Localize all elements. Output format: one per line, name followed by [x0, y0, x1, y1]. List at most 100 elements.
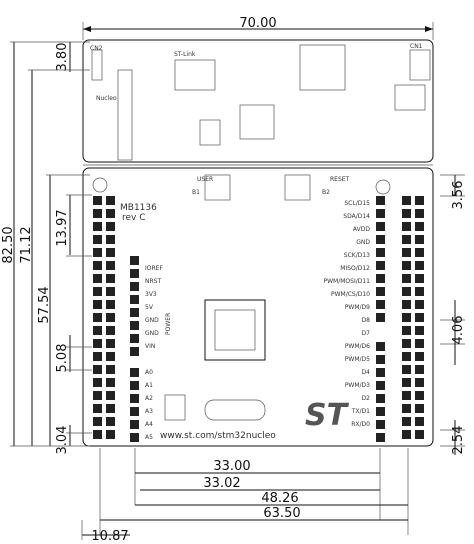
stlink-board-outline: [82, 39, 434, 163]
dim-left-top-short: 3.80: [55, 43, 70, 72]
morpho-pin: [106, 430, 115, 439]
morpho-pin: [93, 222, 102, 231]
morpho-pin: [415, 248, 424, 257]
morpho-pin: [106, 326, 115, 335]
left-header-label: NRST: [145, 278, 161, 285]
morpho-pin: [415, 417, 424, 426]
morpho-pin: [402, 209, 411, 218]
main-board-outline: [82, 167, 434, 447]
cn1-jumper: [409, 49, 431, 81]
arduino-pin: [130, 420, 139, 429]
analog-label: A1: [145, 382, 153, 389]
right-header-label: D2: [362, 395, 371, 402]
right-header-label: PWM/CS/D10: [331, 291, 370, 298]
morpho-pin: [106, 378, 115, 387]
right-header-label: D4: [362, 369, 371, 376]
dim-bottom-33-00: 33.00: [213, 459, 250, 474]
mounting-hole-right: [375, 179, 391, 195]
morpho-pin: [415, 339, 424, 348]
dim-left-mid: 71.12: [19, 226, 34, 263]
dim-bottom-10-87: 10.87: [91, 529, 128, 544]
left-header-labels: IOREF NRST 3V3 5V GND GND VIN: [145, 265, 163, 350]
dim-left-13-97: 13.97: [55, 209, 70, 246]
morpho-pin: [415, 300, 424, 309]
arduino-pin: [376, 420, 385, 429]
morpho-pin: [402, 378, 411, 387]
morpho-pin: [106, 339, 115, 348]
morpho-pin: [93, 313, 102, 322]
crystal-x1: [199, 119, 221, 146]
arduino-pin: [376, 313, 385, 322]
morpho-pin: [402, 430, 411, 439]
arduino-pin: [130, 394, 139, 403]
right-header-label: SCK/D13: [344, 252, 370, 259]
arduino-pin: [376, 342, 385, 351]
morpho-pin: [402, 300, 411, 309]
morpho-pin: [415, 430, 424, 439]
morpho-pin: [402, 248, 411, 257]
right-header-label: SCL/D15: [344, 200, 370, 207]
morpho-pin: [93, 391, 102, 400]
morpho-pin: [415, 196, 424, 205]
dim-right-mid: 4.06: [451, 316, 466, 345]
crystal-x2: [164, 394, 186, 421]
st-logo: ST: [305, 398, 350, 433]
arduino-pin: [376, 300, 385, 309]
right-header-label: D7: [362, 330, 371, 337]
arduino-pin: [130, 321, 139, 330]
left-header-label: IOREF: [145, 265, 163, 272]
morpho-pin: [415, 235, 424, 244]
right-header-label: MISO/D12: [340, 265, 370, 272]
arduino-pin: [130, 308, 139, 317]
board-revision: rev C: [122, 213, 146, 223]
morpho-pin: [402, 365, 411, 374]
morpho-pin: [402, 391, 411, 400]
arduino-pin: [376, 235, 385, 244]
morpho-pin: [402, 274, 411, 283]
morpho-pin: [93, 404, 102, 413]
label-cn1: CN1: [410, 43, 423, 50]
morpho-pin: [93, 326, 102, 335]
right-arduino-header: [376, 196, 385, 442]
arduino-pin: [376, 381, 385, 390]
morpho-pin: [106, 404, 115, 413]
right-header-label: PWM/D3: [345, 382, 370, 389]
dim-top-width: 70.00: [239, 16, 276, 31]
arduino-pin: [376, 209, 385, 218]
morpho-pin: [402, 261, 411, 270]
label-nucleo: Nucleo: [96, 95, 117, 102]
morpho-pin: [415, 274, 424, 283]
right-header-label: AVDD: [353, 226, 370, 233]
dim-right-bottom: 2.54: [451, 426, 466, 455]
morpho-pin: [402, 417, 411, 426]
morpho-pin: [106, 417, 115, 426]
label-stlink: ST-Link: [174, 51, 196, 58]
arduino-pin: [376, 248, 385, 257]
left-header-label: 5V: [145, 304, 154, 311]
label-power: POWER: [165, 313, 172, 335]
label-b1: B1: [192, 189, 200, 196]
morpho-pin: [93, 339, 102, 348]
board-url: www.st.com/stm32nucleo: [160, 431, 276, 441]
arduino-pin: [130, 433, 139, 442]
morpho-pin: [402, 287, 411, 296]
morpho-pin: [415, 313, 424, 322]
arduino-pin: [130, 368, 139, 377]
arduino-pin: [376, 407, 385, 416]
arduino-pin: [130, 381, 139, 390]
left-header-label: 3V3: [145, 291, 157, 298]
morpho-pin: [93, 196, 102, 205]
left-header-label: GND: [145, 330, 159, 337]
morpho-pin: [93, 209, 102, 218]
morpho-pin: [402, 196, 411, 205]
morpho-pin: [93, 352, 102, 361]
mounting-hole-left: [92, 177, 108, 193]
morpho-pin: [93, 235, 102, 244]
morpho-pin: [415, 378, 424, 387]
morpho-pin: [415, 352, 424, 361]
cn2-jumper: [91, 49, 103, 81]
morpho-pin: [402, 339, 411, 348]
left-header-label: VIN: [145, 343, 155, 350]
left-header-label: GND: [145, 317, 159, 324]
